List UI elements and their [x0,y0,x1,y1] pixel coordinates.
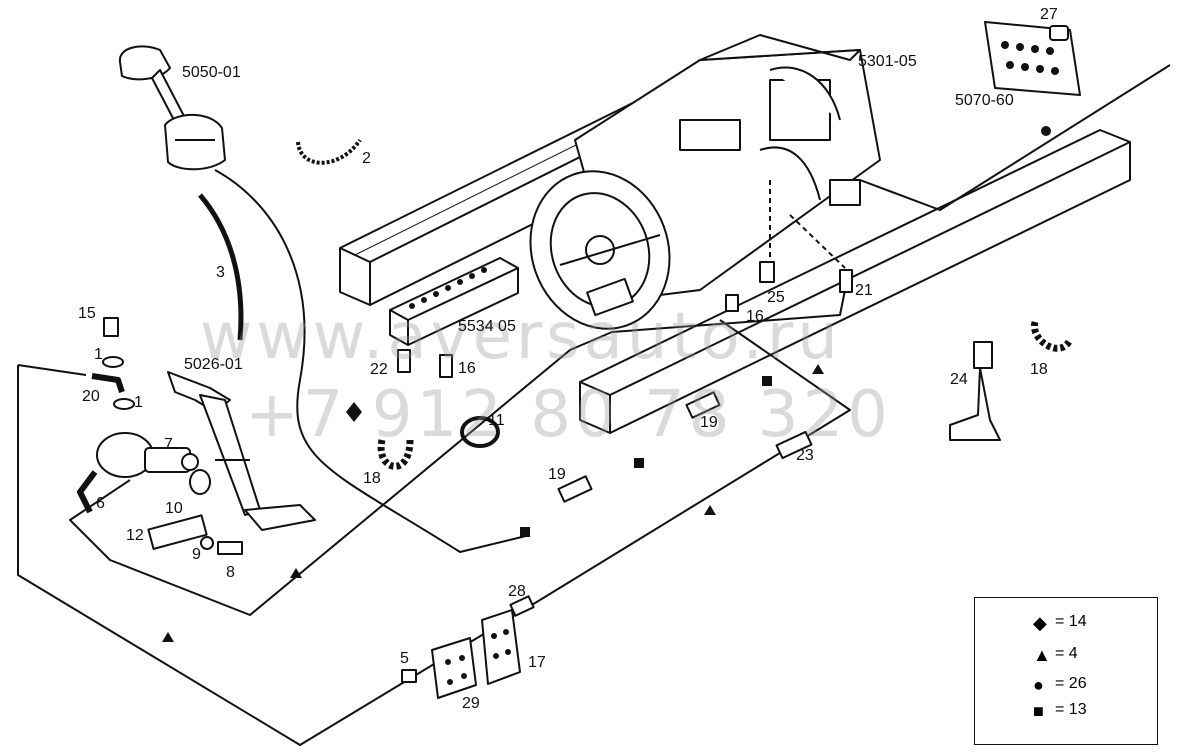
connector-23 [775,430,813,460]
part-label-25: 25 [767,289,785,306]
cable-upper [611,289,846,333]
part-label-5: 5 [400,650,409,667]
label-bracket: 5534 05 [458,318,516,335]
part-label-8: 8 [226,564,235,581]
legend-row-square: ■ = 13 [975,698,1157,724]
bolt-15 [103,317,119,337]
label-connector-block: 5070-60 [955,92,1014,109]
clip-2 [296,138,362,165]
circle-marker [1041,126,1051,136]
gear-lever [118,45,226,171]
part-label-23: 23 [796,447,814,464]
clip-18-right [1031,321,1074,352]
legend-value-circle: = 26 [1055,675,1087,692]
diamond-marker [346,402,362,422]
part-label-28: 28 [508,583,526,600]
part-label-11: 11 [488,412,505,429]
label-gearbox: 5301-05 [858,53,917,70]
lower-frame-rail [579,129,1131,434]
harness-wire-top [859,64,1171,211]
connector-19b [685,391,721,419]
cable-lower [539,319,851,601]
square-marker [634,458,644,468]
part-label-7: 7 [164,436,173,453]
part-label-2: 2 [362,150,371,167]
part-label-9: 9 [192,546,201,563]
symbol-legend: ◆ = 14 ▲ = 4 ● = 26 ■ = 13 [974,597,1158,745]
part-label-21: 21 [855,282,873,299]
triangle-marker [704,505,716,515]
hose-3 [198,193,244,341]
sensor-16-left [439,354,453,378]
watermark-url: www.aversauto.ru [200,300,842,374]
square-marker [762,376,772,386]
part-label-18-left: 18 [363,470,381,487]
clip-18-left [377,439,414,470]
circle-icon: ● [1033,675,1044,695]
connector-19a [557,475,593,503]
part-label-6: 6 [96,495,105,512]
part-label-16-left: 16 [458,360,476,377]
part-label-29: 29 [462,695,480,712]
part-label-16-right: 16 [746,308,764,325]
part-label-18-right: 18 [1030,361,1048,378]
bolt-8 [217,541,243,555]
switch-24 [949,341,1001,441]
part-label-20: 20 [82,388,100,405]
label-clutch-pedal: 5026-01 [184,356,243,373]
banjo-20 [91,373,125,393]
sensor-22 [397,349,411,373]
legend-value-diamond: = 14 [1055,613,1087,630]
part-label-27: 27 [1040,6,1058,23]
washer-1b [113,398,135,410]
watermark-phone: +7 912 80 78 320 [245,378,892,452]
part-label-22: 22 [370,361,388,378]
plate-17 [481,609,521,685]
screw-27 [1049,25,1069,41]
plate-12 [147,514,208,550]
legend-row-triangle: ▲ = 4 [975,642,1157,668]
part-label-1b: 1 [134,394,143,411]
square-icon: ■ [1033,701,1044,721]
seal-10 [189,469,211,495]
plate-29 [431,637,477,699]
legend-row-diamond: ◆ = 14 [975,610,1157,636]
part-label-15: 15 [78,305,96,322]
washer-9 [200,536,214,550]
clamp-11 [460,416,500,448]
sensor-21 [839,269,853,293]
sensor-25 [759,261,775,283]
gearbox-housing [529,34,881,330]
bracket-plate [389,257,519,346]
harness-wire-drop-2 [789,214,846,269]
part-label-3: 3 [216,264,225,281]
triangle-marker [290,568,302,578]
part-label-10: 10 [165,500,183,517]
legend-value-square: = 13 [1055,701,1087,718]
label-gear-lever: 5050-01 [182,64,241,81]
part-label-1a: 1 [94,346,103,363]
legend-row-circle: ● = 26 [975,672,1157,698]
master-cylinder [96,432,199,478]
part-label-19-right: 19 [700,414,718,431]
triangle-icon: ▲ [1033,645,1051,665]
clutch-pedal [167,371,316,531]
diamond-icon: ◆ [1033,613,1047,633]
triangle-marker [812,364,824,374]
triangle-marker [162,632,174,642]
part-label-12: 12 [126,527,144,544]
sensor-16-right [725,294,739,312]
hydraulic-line-loop [17,331,613,746]
part-label-19-left: 19 [548,466,566,483]
square-marker [520,527,530,537]
pin-5 [401,669,417,683]
shift-cable [214,169,531,553]
part-label-24: 24 [950,371,968,388]
fitting-6 [77,470,98,514]
washer-1a [102,356,124,368]
legend-value-triangle: = 4 [1055,645,1078,662]
part-label-17: 17 [528,654,546,671]
